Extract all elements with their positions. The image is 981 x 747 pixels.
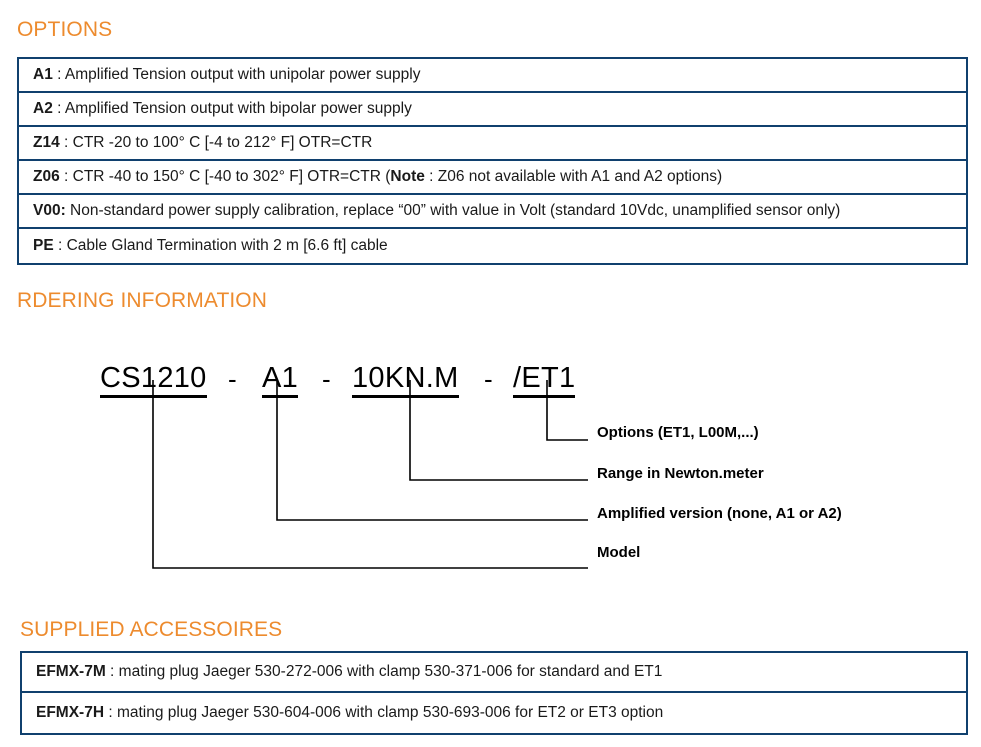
- supplied-accessoires-section-heading: SUPPLIED ACCESSOIRES: [20, 618, 283, 641]
- table-row: A2 : Amplified Tension output with bipol…: [19, 93, 966, 127]
- accessory-description: : mating plug Jaeger 530-272-006 with cl…: [105, 663, 663, 681]
- table-row: Z06 : CTR -40 to 150° C [-40 to 302° F] …: [19, 161, 966, 195]
- option-code: A2: [33, 100, 53, 118]
- option-description: Non-standard power supply calibration, r…: [65, 202, 841, 220]
- part-number-separator: -: [228, 364, 237, 394]
- option-note-text: : Z06 not available with A1 and A2 optio…: [424, 168, 723, 186]
- part-number-model: CS1210: [100, 362, 207, 398]
- options-section-heading: OPTIONS: [17, 18, 113, 41]
- table-row: A1 : Amplified Tension output with unipo…: [19, 59, 966, 93]
- table-row: EFMX-7M : mating plug Jaeger 530-272-006…: [22, 653, 966, 693]
- part-number-separator: -: [484, 364, 493, 394]
- accessory-code: EFMX-7M: [36, 663, 106, 681]
- option-code: A1: [33, 66, 53, 84]
- part-number-amplified: A1: [262, 362, 299, 398]
- table-row: PE : Cable Gland Termination with 2 m [6…: [19, 229, 966, 263]
- leader-label-amplified-version: Amplified version (none, A1 or A2): [597, 505, 842, 522]
- leader-label-range: Range in Newton.meter: [597, 465, 764, 482]
- option-description: : Cable Gland Termination with 2 m [6.6 …: [53, 237, 388, 255]
- accessory-description: : mating plug Jaeger 530-604-006 with cl…: [104, 704, 664, 722]
- option-code: PE: [33, 237, 54, 255]
- table-row: EFMX-7H : mating plug Jaeger 530-604-006…: [22, 693, 966, 733]
- option-description: : CTR -20 to 100° C [-4 to 212° F] OTR=C…: [59, 134, 373, 152]
- leader-label-model: Model: [597, 544, 641, 561]
- part-number-separator: -: [322, 364, 331, 394]
- accessory-code: EFMX-7H: [36, 704, 105, 722]
- option-description: : Amplified Tension output with unipolar…: [52, 66, 421, 84]
- part-number-range: 10KN.M: [352, 362, 459, 398]
- option-note-label: Note: [390, 168, 425, 186]
- leader-lines: [152, 380, 588, 569]
- accessories-table: EFMX-7M : mating plug Jaeger 530-272-006…: [20, 651, 968, 735]
- ordering-information-diagram: CS1210 - A1 - 10KN.M - /ET1 Options (ET1…: [0, 330, 981, 590]
- table-row: V00: Non-standard power supply calibrati…: [19, 195, 966, 229]
- option-description: : Amplified Tension output with bipolar …: [52, 100, 412, 118]
- option-description: : CTR -40 to 150° C [-40 to 302° F] OTR=…: [59, 168, 391, 186]
- option-code: Z06: [33, 168, 60, 186]
- option-code: V00:: [33, 202, 66, 220]
- ordering-information-section-heading: RDERING INFORMATION: [17, 289, 268, 312]
- table-row: Z14 : CTR -20 to 100° C [-4 to 212° F] O…: [19, 127, 966, 161]
- option-code: Z14: [33, 134, 60, 152]
- part-number-options: /ET1: [513, 362, 576, 398]
- leader-label-options: Options (ET1, L00M,...): [597, 424, 759, 441]
- options-table: A1 : Amplified Tension output with unipo…: [17, 57, 968, 265]
